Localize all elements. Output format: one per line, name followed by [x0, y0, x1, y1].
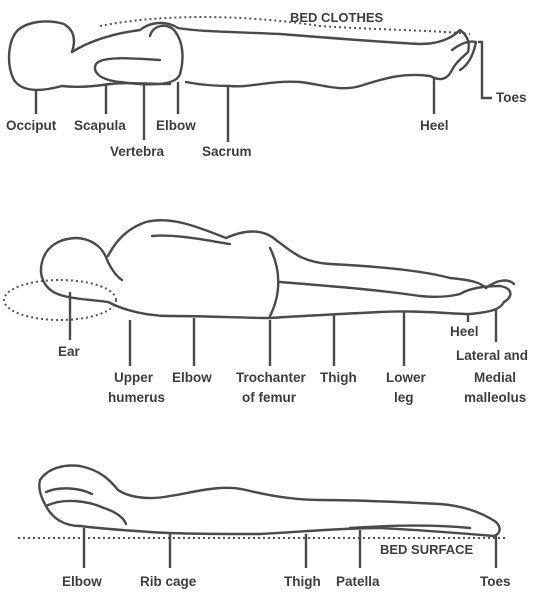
label-toes-supine: Toes [496, 90, 527, 105]
label-trochanter-2: of femur [242, 390, 297, 405]
supine-figure: BED CLOTHES Occiput Scapula Vertebra Elb… [6, 10, 527, 159]
label-elbow-lateral: Elbow [172, 370, 212, 385]
label-thigh-lateral: Thigh [320, 370, 357, 385]
prone-leg-crease [350, 526, 470, 528]
bed-clothes-caption: BED CLOTHES [290, 10, 384, 25]
prone-head-arms [39, 480, 126, 526]
label-thigh-prone: Thigh [284, 574, 321, 589]
lateral-upper-outline [108, 220, 486, 288]
label-malleolus-2: Medial [474, 370, 516, 385]
label-lower-leg-1: Lower [386, 370, 427, 385]
supine-arm [95, 26, 182, 85]
label-lower-leg-2: leg [394, 390, 414, 405]
label-upper-humerus-2: humerus [108, 390, 165, 405]
supine-chest [72, 23, 469, 88]
label-scapula: Scapula [74, 118, 126, 133]
lateral-thigh [280, 282, 460, 297]
prone-figure: BED SURFACE Elbow Rib cage Thigh Patella… [18, 466, 511, 589]
label-malleolus-3: malleolus [464, 390, 526, 405]
label-toes-prone: Toes [480, 574, 511, 589]
lateral-arm [152, 236, 230, 244]
label-trochanter-1: Trochanter [236, 370, 307, 385]
bed-clothes-line [100, 17, 470, 34]
label-heel-lateral: Heel [450, 324, 479, 339]
lateral-head [41, 238, 122, 296]
lateral-underside [64, 296, 504, 318]
label-ear: Ear [58, 344, 81, 359]
bed-surface-caption: BED SURFACE [380, 542, 474, 557]
label-occiput: Occiput [6, 118, 57, 133]
label-elbow-prone: Elbow [62, 574, 102, 589]
lateral-figure: Ear Upper humerus Elbow Trochanter of fe… [4, 220, 528, 405]
label-vertebra: Vertebra [110, 144, 165, 159]
supine-head [9, 22, 74, 90]
label-patella: Patella [336, 574, 380, 589]
lateral-feet [460, 281, 514, 302]
label-elbow-supine: Elbow [156, 118, 196, 133]
label-sacrum: Sacrum [202, 144, 252, 159]
lateral-hip [270, 248, 278, 316]
label-malleolus-1: Lateral and [456, 348, 528, 363]
label-heel-supine: Heel [420, 118, 449, 133]
toes-leader [478, 42, 492, 98]
label-rib-cage: Rib cage [140, 574, 197, 589]
label-upper-humerus-1: Upper [114, 370, 154, 385]
